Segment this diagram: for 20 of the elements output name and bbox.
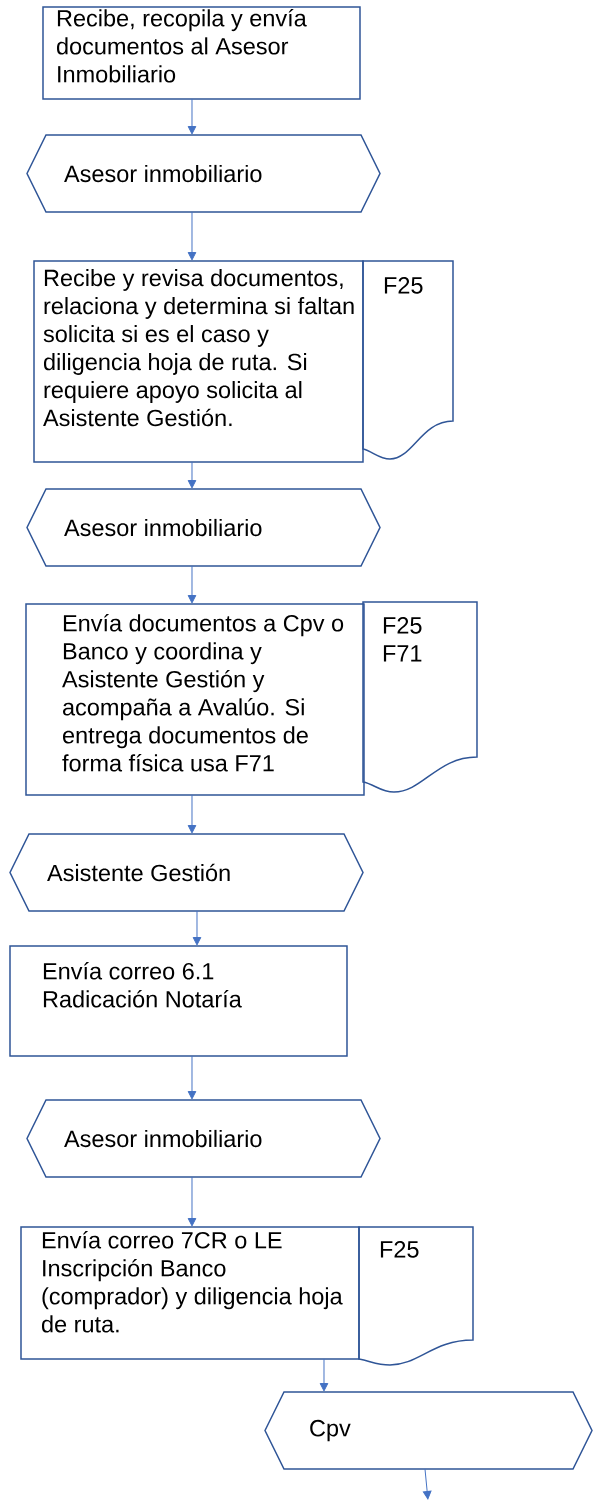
arrow — [187, 794, 197, 834]
process-box: Recibe, recopila y envía documentos al Asesor Inmobiliario — [42, 6, 361, 100]
arrow — [187, 211, 197, 261]
arrow — [422, 1468, 432, 1500]
arrow — [187, 98, 197, 135]
process-box: Envía correo 7CR o LE Inscripción Banco (comprador) y diligencia hoja de ruta. — [20, 1226, 360, 1360]
hexagon: Cpv — [264, 1391, 593, 1470]
process-box: Recibe y revisa documentos, relaciona y determina si faltan solicita si es el caso y diligencia hoja de ruta. Si requiere apoyo solicita al Asistente Gestión. — [33, 260, 364, 463]
arrow — [187, 1055, 197, 1100]
arrow — [187, 1176, 197, 1227]
arrow — [192, 910, 202, 946]
hexagon: Asesor inmobiliario — [26, 134, 381, 213]
arrow — [319, 1358, 329, 1392]
process-box: Envía documentos a Cpv o Banco y coordina y Asistente Gestión y acompaña a Avalúo. Si entrega documentos de forma física usa F71 — [25, 603, 365, 796]
arrow — [187, 461, 197, 489]
process-box: Envía correo 6.1 Radicación Notaría — [9, 945, 348, 1057]
hexagon: Asesor inmobiliario — [26, 1099, 381, 1178]
arrow — [187, 565, 197, 604]
hexagon: Asesor inmobiliario — [26, 488, 381, 567]
hexagon: Asistente Gestión — [9, 833, 364, 912]
